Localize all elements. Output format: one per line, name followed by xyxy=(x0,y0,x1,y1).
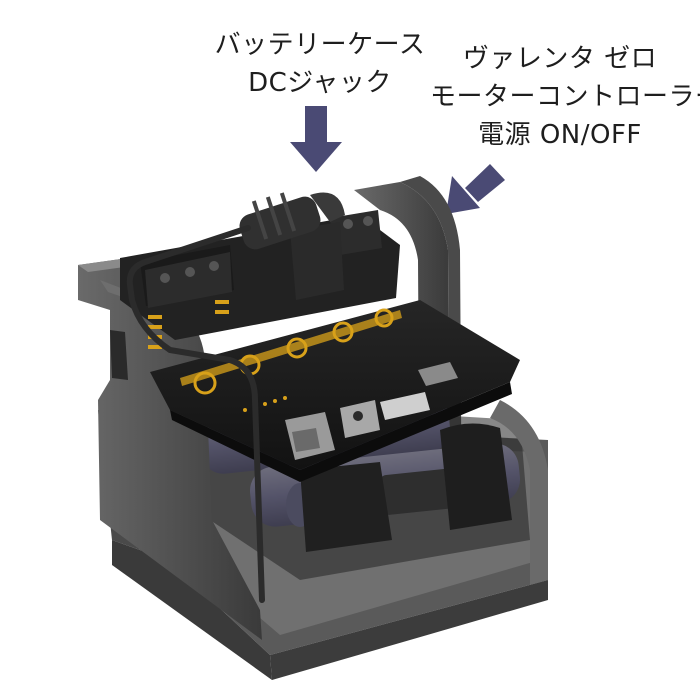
label-right-line-2: モーターコントローラー xyxy=(430,82,700,112)
usb-port xyxy=(380,392,430,420)
motor-controller-power-label: ヴァレンタ ゼロ モーターコントローラー 電源 ON/OFF xyxy=(430,40,700,154)
dc-jack xyxy=(239,192,345,300)
label-left-line-2: DCジャック xyxy=(248,68,392,98)
battery-dc-jack-label: バッテリーケース DCジャック xyxy=(200,26,440,102)
screw-terminals xyxy=(145,210,382,308)
power-switch xyxy=(285,412,335,460)
label-right-line-3: 電源 ON/OFF xyxy=(478,120,642,150)
ic-chip xyxy=(418,362,458,386)
label-left-line-1: バッテリーケース xyxy=(214,30,426,60)
diagonal-arrow-icon xyxy=(446,164,505,214)
frame-right-rail xyxy=(490,400,548,585)
power-cable xyxy=(126,225,265,603)
reset-button xyxy=(340,400,380,438)
label-right-line-1: ヴァレンタ ゼロ xyxy=(462,44,658,74)
down-arrow-icon xyxy=(290,106,342,172)
